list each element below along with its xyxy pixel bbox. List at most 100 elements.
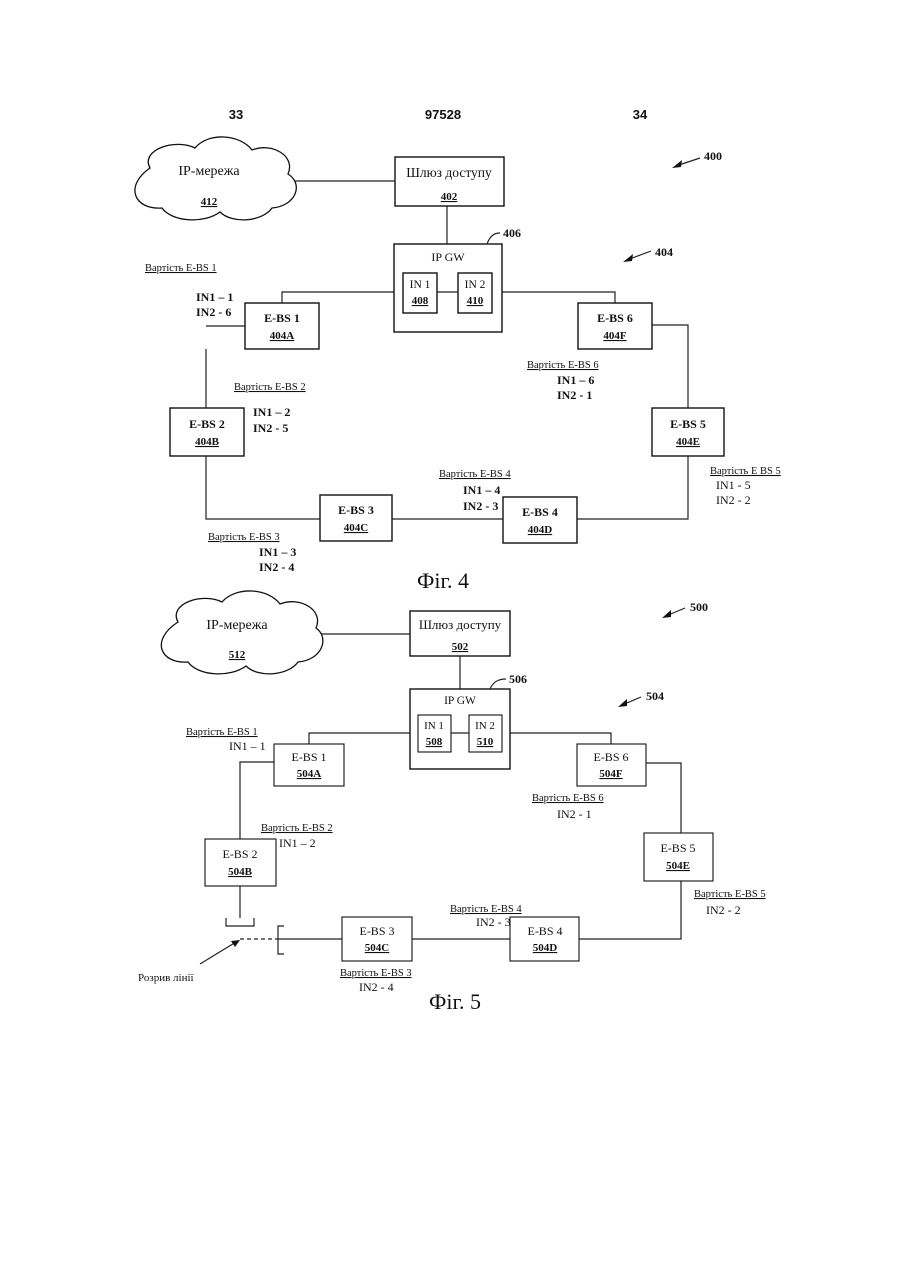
ebs-6-ref: 504F bbox=[599, 768, 623, 780]
cost-ebs4-label: Вартість E-BS 4 bbox=[439, 469, 511, 480]
cost-ebs5-in2: IN2 - 2 bbox=[716, 493, 751, 507]
cost-ebs3-label: Вартість E-BS 3 bbox=[340, 968, 412, 979]
ebs-6-title: E-BS 6 bbox=[597, 311, 633, 325]
ebs-5-ref: 404E bbox=[676, 436, 700, 448]
cost-ebs2-in1: IN1 – 2 bbox=[253, 405, 290, 419]
figure-4: IP-мережа 412 Шлюз доступу 402 IP GW IN … bbox=[135, 137, 781, 593]
ebs-2-box bbox=[170, 408, 244, 456]
figure-4-caption: Фіг. 4 bbox=[417, 568, 469, 593]
ebs-1-title: E-BS 1 bbox=[291, 750, 326, 764]
cost-ebs4-in1: IN1 – 4 bbox=[463, 483, 500, 497]
in2-label: IN 2 bbox=[475, 720, 495, 732]
ebs-6-title: E-BS 6 bbox=[593, 750, 628, 764]
ebs-1-ref: 404A bbox=[270, 330, 295, 342]
ip-gw-title: IP GW bbox=[431, 250, 465, 264]
ebs-3-box bbox=[320, 495, 392, 541]
ebs-5-box bbox=[652, 408, 724, 456]
ebs-5-ref: 504E bbox=[666, 860, 690, 872]
ebs-2-ref: 404B bbox=[195, 436, 220, 448]
in2-ref: 410 bbox=[467, 295, 484, 307]
cost-ebs1-in2: IN2 - 6 bbox=[196, 305, 231, 319]
cloud-title: IP-мережа bbox=[206, 618, 268, 633]
ebs-2-title: E-BS 2 bbox=[222, 847, 257, 861]
cost-ebs5-in1: IN1 - 5 bbox=[716, 478, 751, 492]
ebs-1: E-BS 1 504A bbox=[274, 744, 344, 786]
ebs-4-ref: 404D bbox=[528, 524, 553, 536]
in2-label: IN 2 bbox=[465, 279, 486, 291]
cost-ebs2-label: Вартість E-BS 2 bbox=[234, 382, 306, 393]
cost-ebs6-label: Вартість E-BS 6 bbox=[532, 793, 604, 804]
cost-ebs2-in1: IN1 – 2 bbox=[279, 836, 316, 850]
ebs-4-title: E-BS 4 bbox=[522, 505, 558, 519]
ebs-4: E-BS 4 504D bbox=[510, 917, 579, 961]
in1-ref: 508 bbox=[426, 736, 443, 748]
break-cap-left bbox=[226, 918, 254, 926]
cost-ebs4-in1: IN2 - 3 bbox=[476, 915, 511, 929]
ebs-3-ref: 504C bbox=[365, 942, 390, 954]
ebs-2: E-BS 2 404B bbox=[170, 408, 244, 456]
cloud-ref: 412 bbox=[201, 196, 218, 208]
ref-504: 504 bbox=[646, 689, 664, 703]
ref-406-leader: 406 bbox=[487, 226, 521, 244]
access-gateway-ref: 502 bbox=[452, 641, 469, 653]
link-in2-bs6 bbox=[506, 733, 611, 744]
link-bs6-bs5 bbox=[652, 325, 688, 408]
link-bs2-bs3 bbox=[206, 456, 320, 519]
cloud-ref: 512 bbox=[229, 649, 246, 661]
ebs-3-title: E-BS 3 bbox=[338, 503, 374, 517]
break-label: Розрив лінії bbox=[138, 972, 195, 984]
header-right: 34 bbox=[633, 107, 648, 122]
ref-506: 506 bbox=[509, 672, 527, 686]
ref-400: 400 bbox=[704, 149, 722, 163]
cost-ebs1-label: Вартість E-BS 1 bbox=[145, 263, 217, 274]
figure-5: Розрив лінії IP-мережа 512 Шлюз доступу … bbox=[138, 591, 766, 1014]
ebs-1-title: E-BS 1 bbox=[264, 311, 300, 325]
ebs-2-title: E-BS 2 bbox=[189, 417, 225, 431]
ebs-6-box bbox=[578, 303, 652, 349]
ebs-1-ref: 504A bbox=[297, 768, 322, 780]
link-in1-bs1 bbox=[309, 733, 418, 744]
cost-ebs2-label: Вартість E-BS 2 bbox=[261, 823, 333, 834]
ref-406: 406 bbox=[503, 226, 521, 240]
ebs-3-title: E-BS 3 bbox=[359, 924, 394, 938]
ebs-5: E-BS 5 504E bbox=[644, 833, 713, 881]
cost-ebs1-in1: IN1 – 1 bbox=[229, 739, 266, 753]
ref-500: 500 bbox=[690, 600, 708, 614]
cost-ebs6-in1: IN1 – 6 bbox=[557, 373, 594, 387]
cost-ebs1-label: Вартість E-BS 1 bbox=[186, 727, 258, 738]
ebs-5-title: E-BS 5 bbox=[660, 841, 695, 855]
ref-500-leader: 500 bbox=[662, 600, 708, 618]
cost-ebs4-in2: IN2 - 3 bbox=[463, 499, 498, 513]
cost-ebs5-label: Вартість E-BS 5 bbox=[694, 889, 766, 900]
ebs-6: E-BS 6 404F bbox=[578, 303, 652, 349]
link-bs4-bs5 bbox=[579, 881, 681, 939]
ip-gw-title: IP GW bbox=[444, 695, 476, 707]
ebs-1: E-BS 1 404A bbox=[245, 303, 319, 349]
cost-ebs5-in1: IN2 - 2 bbox=[706, 903, 741, 917]
link-bs6-bs5 bbox=[646, 763, 681, 833]
in1-label: IN 1 bbox=[410, 279, 431, 291]
in1-label: IN 1 bbox=[424, 720, 444, 732]
ebs-4-title: E-BS 4 bbox=[527, 924, 562, 938]
in2-ref: 510 bbox=[477, 736, 494, 748]
cost-ebs3-in1: IN2 - 4 bbox=[359, 980, 394, 994]
cost-ebs3-in1: IN1 – 3 bbox=[259, 545, 296, 559]
cost-ebs3-label: Вартість E-BS 3 bbox=[208, 532, 280, 543]
cost-ebs6-in1: IN2 - 1 bbox=[557, 807, 592, 821]
ebs-1-box bbox=[245, 303, 319, 349]
cost-ebs4-label: Вартість E-BS 4 bbox=[450, 904, 522, 915]
ebs-3: E-BS 3 404C bbox=[320, 495, 392, 541]
break-cap-right bbox=[278, 926, 284, 954]
cost-ebs1-in1: IN1 – 1 bbox=[196, 290, 233, 304]
access-gateway-title: Шлюз доступу bbox=[406, 165, 492, 180]
link-in1-bs1 bbox=[282, 292, 405, 303]
ebs-5: E-BS 5 404E bbox=[652, 408, 724, 456]
cost-ebs6-in2: IN2 - 1 bbox=[557, 388, 592, 402]
ref-504-leader: 504 bbox=[618, 689, 664, 707]
cost-ebs5-label: Вартість E BS 5 bbox=[710, 466, 781, 477]
ebs-2: E-BS 2 504B bbox=[205, 839, 276, 886]
ebs-4: E-BS 4 404D bbox=[503, 497, 577, 543]
cost-ebs6-label: Вартість E-BS 6 bbox=[527, 360, 599, 371]
